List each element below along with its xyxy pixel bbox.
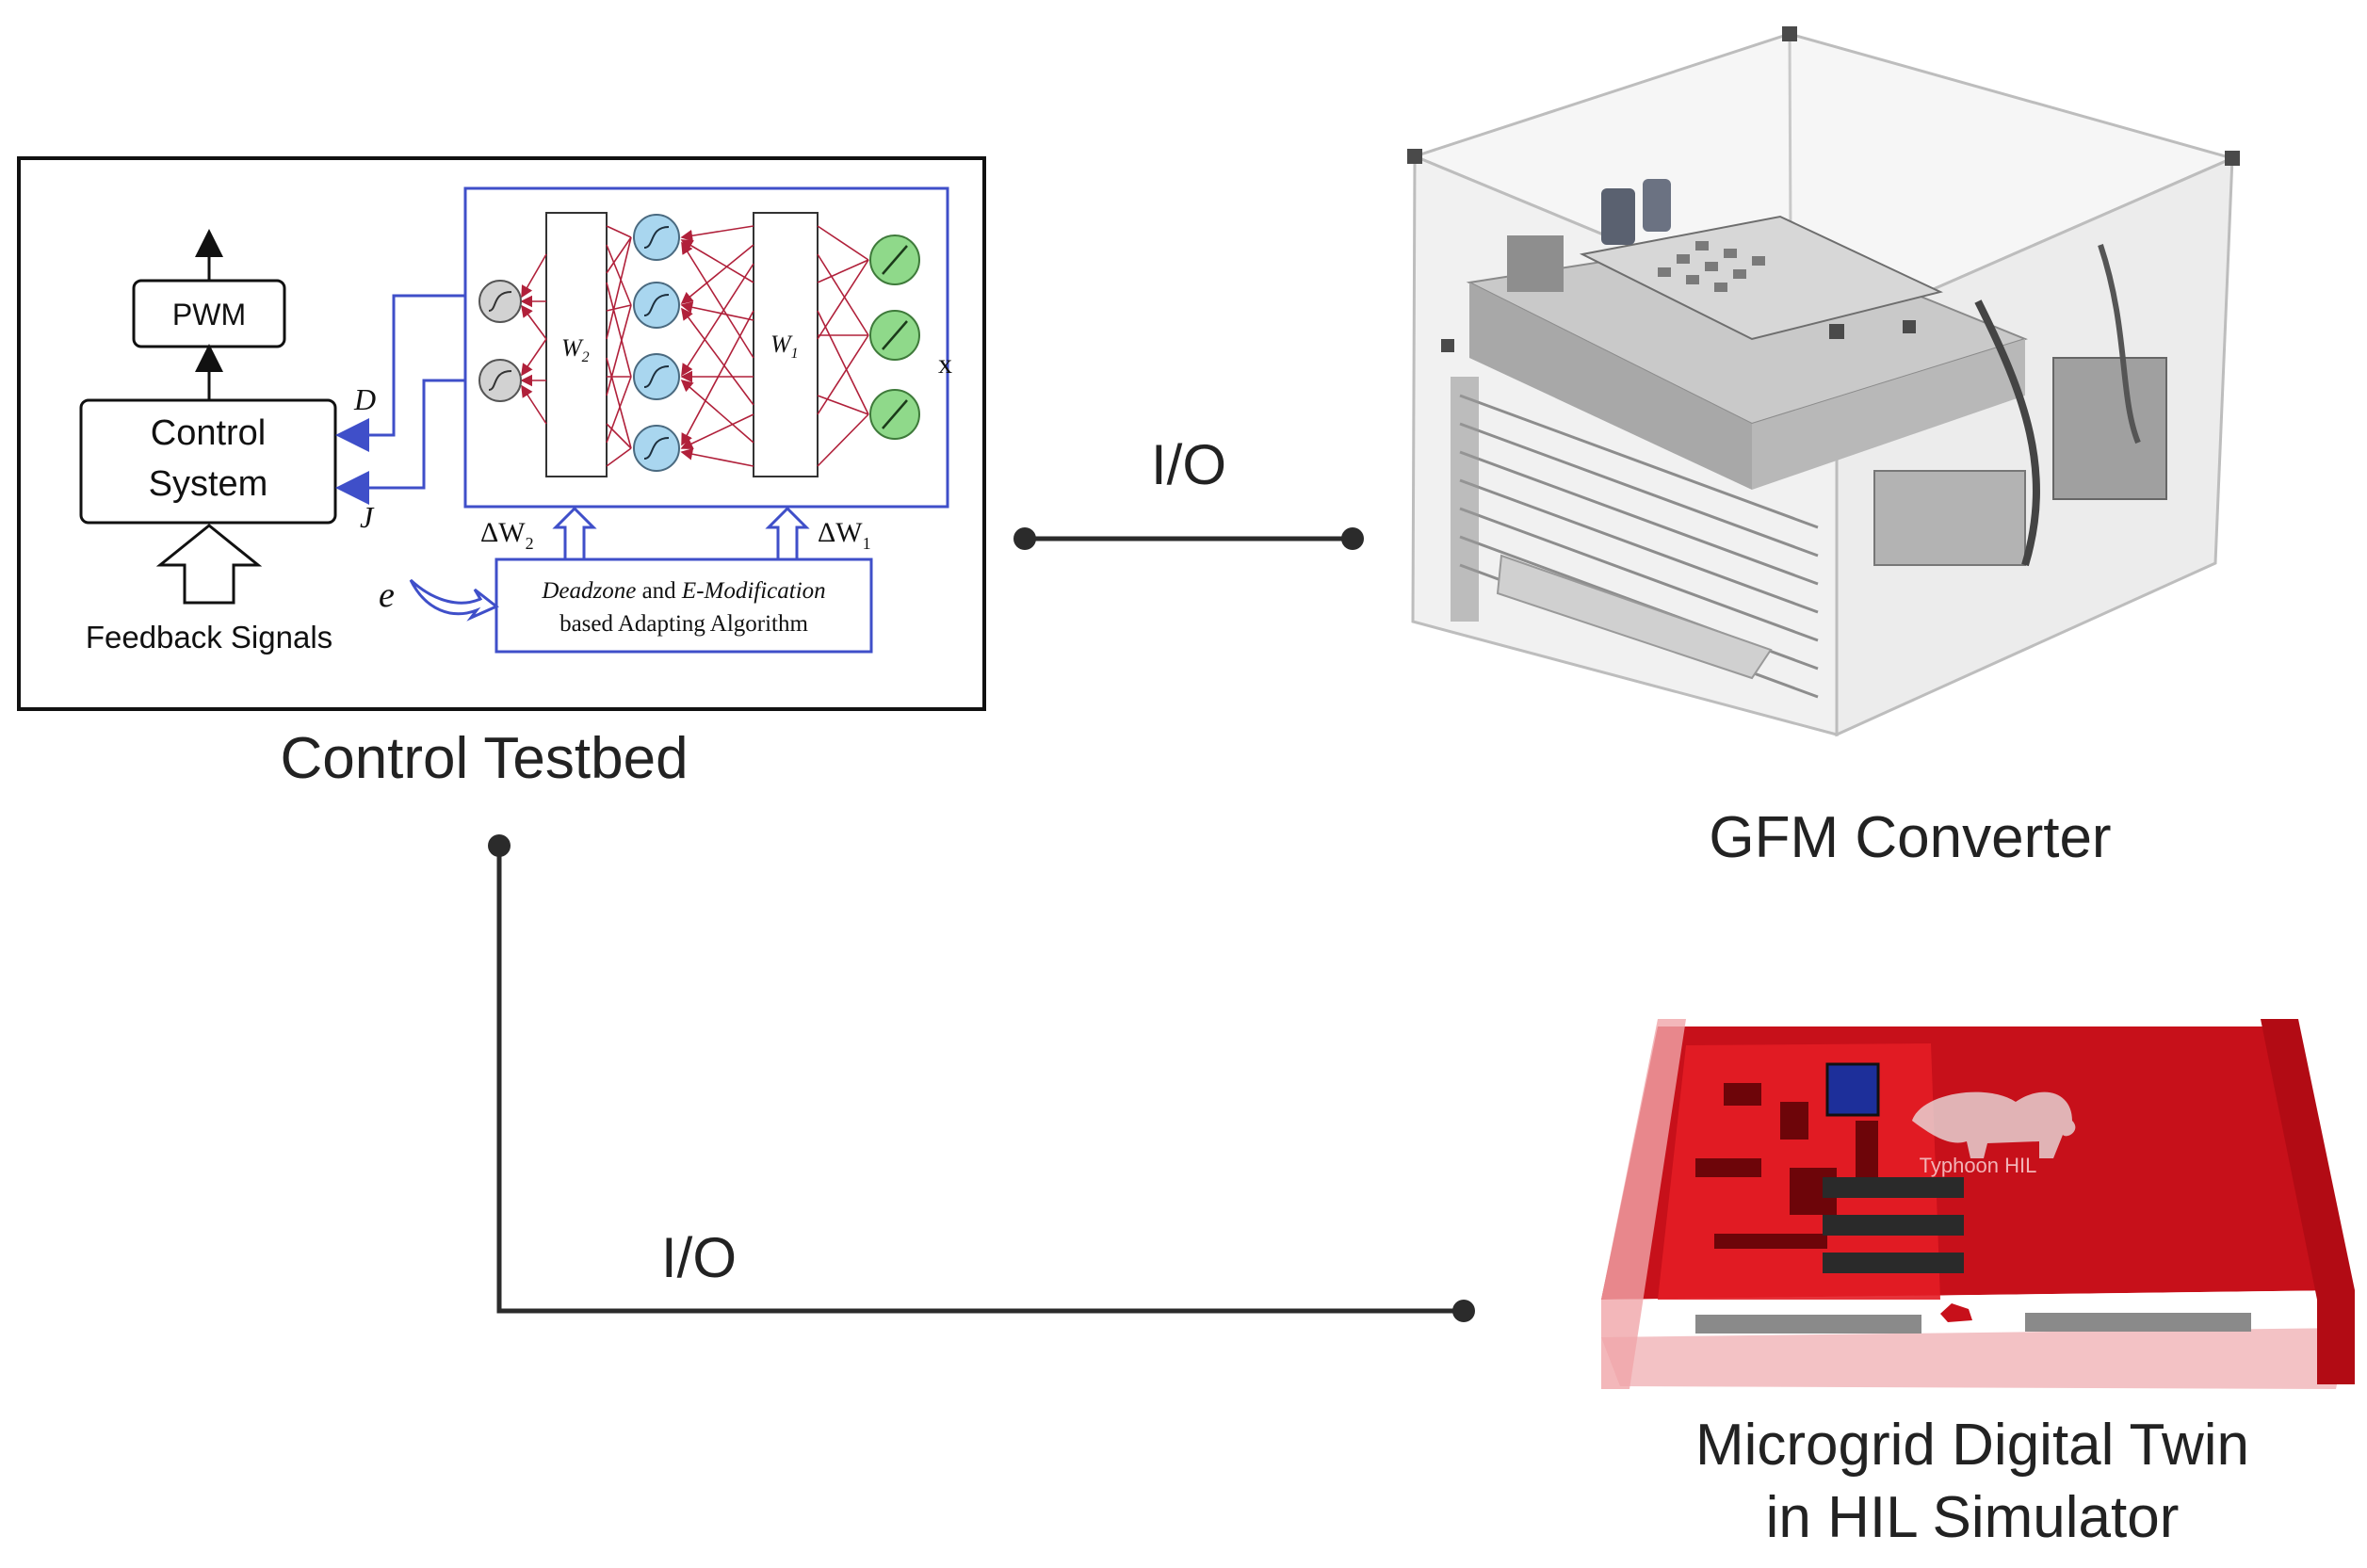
io-link-bottom xyxy=(488,834,1475,1322)
nn-hidden-node xyxy=(633,214,680,261)
signal-j-line xyxy=(335,379,465,505)
nn-input-node xyxy=(478,359,522,402)
delta-w1-arrow-icon xyxy=(765,506,810,561)
weight-matrix-w1 xyxy=(753,212,819,477)
nn-output-node xyxy=(869,234,920,285)
io-link-bottom-label: I/O xyxy=(661,1226,737,1289)
io-link-top-label: I/O xyxy=(1151,433,1226,496)
signal-d-label: D xyxy=(353,382,376,416)
pwm-label: PWM xyxy=(172,298,246,331)
adapting-algorithm-box xyxy=(494,558,873,654)
control-testbed-panel: PWM Control System Feedback Signals D J … xyxy=(17,156,986,711)
nn-hidden-node xyxy=(633,425,680,472)
control-system-label-line1: Control xyxy=(151,413,267,453)
nn-connections xyxy=(520,225,869,467)
feedback-arrow-icon xyxy=(155,524,263,605)
nn-output-node xyxy=(869,389,920,440)
signal-d-line xyxy=(335,294,465,452)
delta-w1-label: ΔW1 xyxy=(818,517,871,553)
adapting-algorithm-line1: Deadzone and E-Modification xyxy=(541,578,825,604)
weight-w1-label: W1 xyxy=(770,331,799,362)
adapting-algorithm-line2: based Adapting Algorithm xyxy=(559,611,808,637)
delta-w2-label: ΔW2 xyxy=(480,517,534,553)
nn-input-node xyxy=(478,280,522,323)
gfm-converter-image xyxy=(1407,26,2240,737)
typhoon-elephant-logo xyxy=(1912,1091,2076,1158)
control-testbed-caption: Control Testbed xyxy=(280,726,688,791)
control-system-label-line2: System xyxy=(149,464,268,504)
nn-hidden-node xyxy=(633,282,680,329)
weight-w2-label: W2 xyxy=(561,334,590,365)
nn-hidden-node xyxy=(633,353,680,400)
hil-simulator-caption-line1: Microgrid Digital Twin xyxy=(1695,1413,2249,1478)
hil-simulator-image: Typhoon HIL xyxy=(1601,1019,2355,1389)
weight-matrix-w2 xyxy=(545,212,608,477)
io-link-top xyxy=(1013,527,1364,550)
error-arrow-icon xyxy=(409,578,499,622)
signal-j-label: J xyxy=(360,500,375,534)
nn-input-x-label: x xyxy=(938,348,952,380)
hil-simulator-caption-line2: in HIL Simulator xyxy=(1766,1485,2180,1550)
error-signal-label: e xyxy=(379,575,395,615)
gfm-converter-caption: GFM Converter xyxy=(1709,805,2111,870)
feedback-label: Feedback Signals xyxy=(86,620,332,655)
nn-output-node xyxy=(869,310,920,361)
delta-w2-arrow-icon xyxy=(552,506,597,561)
hil-brand-label: Typhoon HIL xyxy=(1920,1154,2037,1177)
